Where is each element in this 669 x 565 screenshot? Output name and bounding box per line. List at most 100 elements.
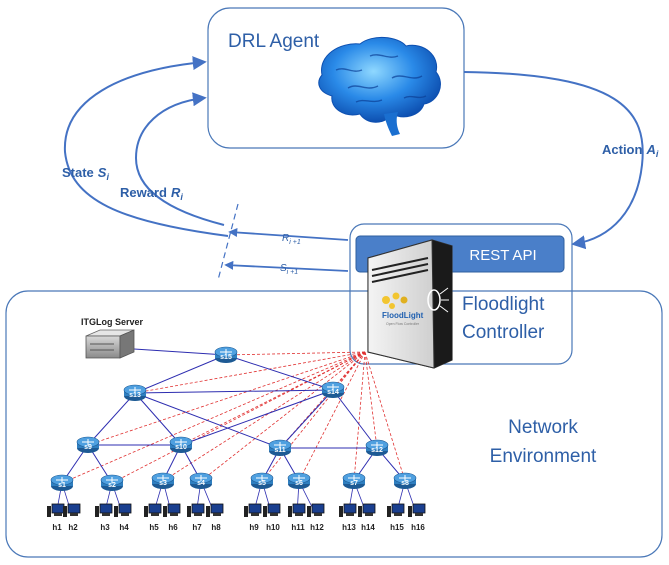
switch-s14: s14 <box>321 381 345 398</box>
switch-s10: s10 <box>169 436 193 453</box>
host-label: h15 <box>390 523 404 532</box>
control-link-s7 <box>353 351 366 482</box>
brain-icon <box>318 37 441 136</box>
host-h9: h9 <box>244 503 262 532</box>
link-s13-s14 <box>134 389 334 394</box>
switch-label: s12 <box>371 447 383 454</box>
host-label: h6 <box>168 523 178 532</box>
host-h10: h10 <box>263 503 280 532</box>
s-next-arrow <box>224 260 349 272</box>
host-h2: h2 <box>63 503 81 532</box>
host-h16: h16 <box>408 503 425 532</box>
host-label: h3 <box>100 523 110 532</box>
host-h8: h8 <box>206 503 224 532</box>
link-itglog-s15 <box>133 348 227 356</box>
switch-s9: s9 <box>76 436 100 453</box>
network-environment-box <box>5 290 663 558</box>
switch-label: s2 <box>108 482 116 489</box>
host-label: h4 <box>119 523 129 532</box>
switch-label: s11 <box>274 447 285 454</box>
r-next-label: Ri +1 <box>282 233 301 246</box>
reward-arrow <box>134 92 225 226</box>
switch-label: s14 <box>327 389 339 396</box>
floodlight-logo-tagline: Open Flow Controller <box>386 322 420 326</box>
control-link-s9 <box>87 351 366 446</box>
switch-s4: s4 <box>189 472 213 489</box>
observation-cut-line <box>217 203 239 281</box>
host-h6: h6 <box>163 503 181 532</box>
switch-s11: s11 <box>268 439 292 456</box>
host-h12: h12 <box>307 503 324 532</box>
network-environment-line1: Network <box>508 417 578 438</box>
network-environment-line2: Environment <box>490 446 597 467</box>
floodlight-server-icon: FloodLight Open Flow Controller <box>367 239 453 369</box>
switch-label: s7 <box>350 480 358 487</box>
control-link-s8 <box>364 351 406 482</box>
control-link-s13 <box>134 351 366 394</box>
link-s14-s10 <box>180 389 334 446</box>
host-h13: h13 <box>339 503 356 532</box>
switch-s6: s6 <box>287 472 311 489</box>
host-label: h9 <box>249 523 259 532</box>
host-label: h5 <box>149 523 159 532</box>
control-link-s12 <box>364 351 378 449</box>
host-h5: h5 <box>144 503 162 532</box>
host-label: h10 <box>266 523 280 532</box>
host-h15: h15 <box>387 503 404 532</box>
link-s13-s11 <box>134 392 281 449</box>
switch-label: s3 <box>159 480 167 487</box>
switch-label: s10 <box>175 444 187 451</box>
switch-s12: s12 <box>365 439 389 456</box>
host-h4: h4 <box>114 503 132 532</box>
switch-s13: s13 <box>123 384 147 401</box>
switch-s2: s2 <box>100 474 124 491</box>
control-link-s1 <box>61 351 366 484</box>
switch-label: s4 <box>197 480 205 487</box>
link-s13-s10 <box>134 392 182 446</box>
switch-s3: s3 <box>151 472 175 489</box>
host-label: h11 <box>291 523 305 532</box>
link-s14-s12 <box>332 389 378 449</box>
host-label: h2 <box>68 523 78 532</box>
switch-label: s5 <box>258 480 266 487</box>
host-h3: h3 <box>95 503 113 532</box>
control-link-s6 <box>298 351 366 482</box>
link-s13-s9 <box>87 392 136 446</box>
switch-label: s9 <box>84 444 92 451</box>
control-link-s2 <box>111 351 366 484</box>
action-arrow <box>463 71 644 250</box>
switch-s5: s5 <box>250 472 274 489</box>
host-label: h16 <box>411 523 425 532</box>
switch-s1: s1 <box>50 474 74 491</box>
switch-s7: s7 <box>342 472 366 489</box>
drl-agent-title: DRL Agent <box>228 31 320 52</box>
host-label: h12 <box>310 523 324 532</box>
host-label: h13 <box>342 523 356 532</box>
host-label: h7 <box>192 523 202 532</box>
controller-name-line1: Floodlight <box>462 294 545 315</box>
control-link-s15 <box>225 351 366 356</box>
rest-api-label: REST API <box>469 247 536 264</box>
switch-label: s15 <box>220 354 232 361</box>
floodlight-logo: FloodLight <box>382 311 424 320</box>
switch-label: s8 <box>401 480 409 487</box>
control-channel-links <box>61 351 406 484</box>
s-next-label: Si +1 <box>280 263 298 276</box>
host-label: h14 <box>361 523 375 532</box>
host-h14: h14 <box>358 503 375 532</box>
link-s15-s13 <box>134 354 227 394</box>
host-h7: h7 <box>187 503 205 532</box>
itglog-server-icon <box>85 329 135 359</box>
link-s15-s14 <box>225 354 334 391</box>
controller-name-line2: Controller <box>462 322 545 343</box>
itglog-server-label: ITGLog Server <box>81 317 144 327</box>
host-h11: h11 <box>288 503 306 532</box>
switch-s8: s8 <box>393 472 417 489</box>
switch-label: s13 <box>129 392 141 399</box>
switch-label: s1 <box>58 482 66 489</box>
switch-s15: s15 <box>214 346 238 363</box>
